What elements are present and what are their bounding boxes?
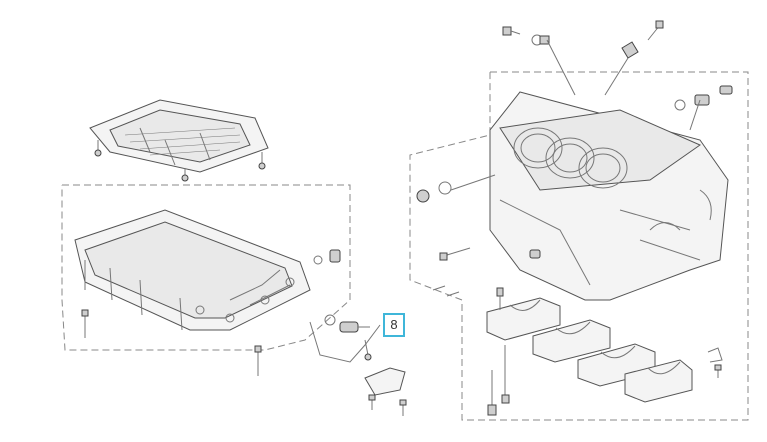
block-bolt-left <box>439 247 471 261</box>
leader-line-knock <box>689 99 701 131</box>
baffle-bolt-middle <box>181 168 189 182</box>
pan-bolt-bottom <box>254 345 262 376</box>
side-clip <box>707 347 723 378</box>
block-boundary <box>409 71 749 421</box>
bearing-cap-4 <box>624 359 693 403</box>
block-fitting-top <box>531 34 550 46</box>
cap-bolt-1 <box>496 287 504 310</box>
knock-sensor <box>674 85 733 111</box>
oil-pan <box>74 209 311 331</box>
cap-bolt-2 <box>501 345 510 404</box>
drain-plug <box>313 249 341 265</box>
baffle-bolt-right <box>258 152 266 170</box>
baffle-bolt-left <box>94 140 102 157</box>
oil-jet <box>529 249 541 259</box>
block-plug-left <box>416 181 452 203</box>
cap-bolt-3 <box>487 370 497 416</box>
cylinder-block <box>489 91 729 301</box>
baffle-plate <box>89 99 269 173</box>
callout-label-8: 8 <box>383 313 405 337</box>
block-bolt-top-left <box>502 26 521 36</box>
block-bolt-top-right <box>647 20 664 41</box>
dowel-pins <box>432 285 460 297</box>
leader-line-plug <box>450 174 496 191</box>
bearing-cap-2 <box>532 319 611 363</box>
block-elbow-fitting <box>604 41 639 96</box>
pan-bolt-left <box>81 309 89 338</box>
leader-line-block-top <box>546 39 576 96</box>
bearing-cap-1 <box>486 297 561 341</box>
sensor-bracket <box>364 367 407 416</box>
oil-sensor-assembly <box>309 314 381 363</box>
